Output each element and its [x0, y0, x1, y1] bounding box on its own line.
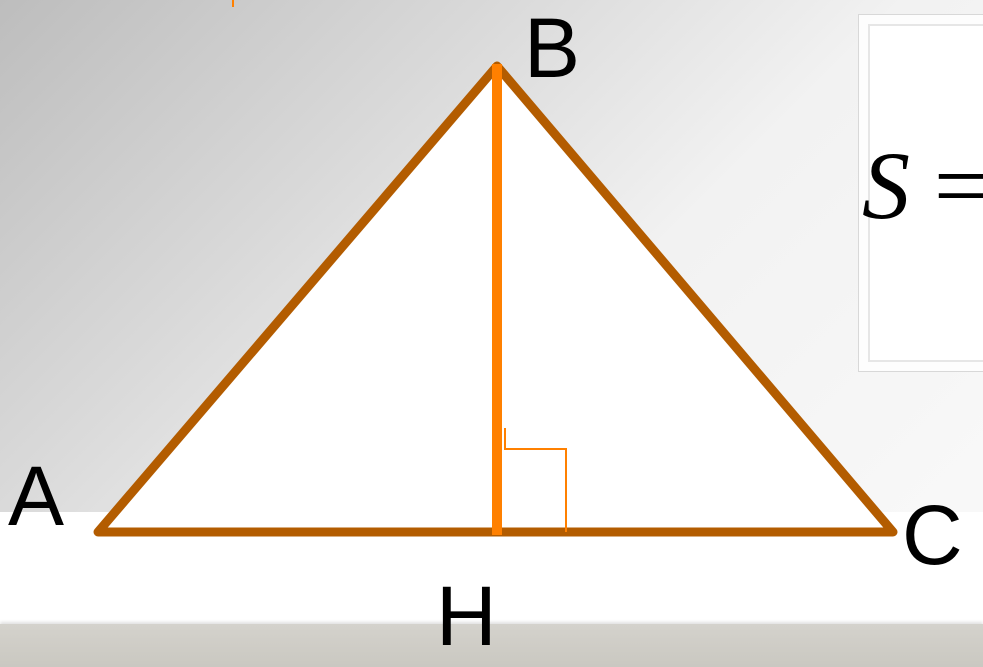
- area-symbol: S: [862, 132, 910, 239]
- vertex-label-h: H: [436, 569, 497, 663]
- vertex-label-c: C: [902, 488, 963, 582]
- right-angle-mark: [504, 428, 567, 532]
- equals-sign: =: [934, 132, 983, 239]
- vertex-label-a: A: [8, 449, 65, 543]
- vertex-label-b: B: [524, 1, 581, 95]
- formula-box-inner: [868, 24, 983, 362]
- area-formula: S =: [862, 138, 983, 234]
- slide-footer-bar: [0, 624, 983, 667]
